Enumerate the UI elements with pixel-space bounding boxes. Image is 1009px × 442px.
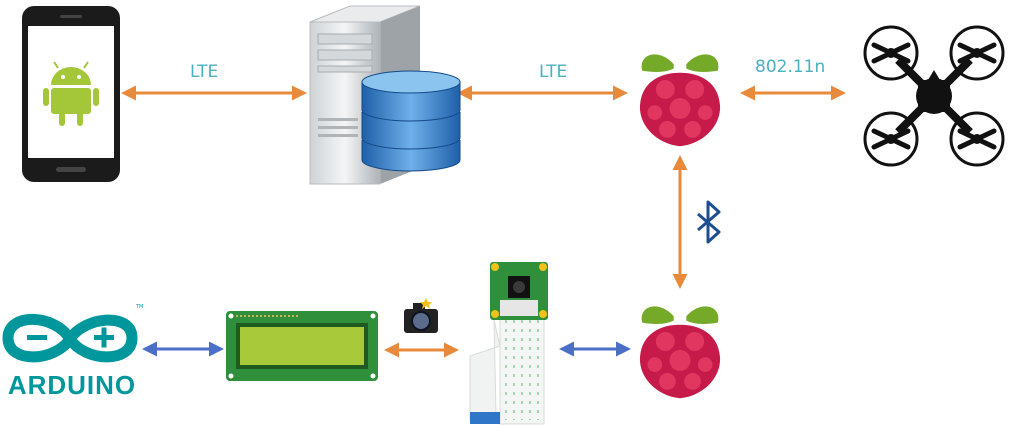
arduino-trademark: TM (135, 304, 143, 310)
raspberry-pi-top-icon (639, 54, 721, 147)
label-lte-phone-server: LTE (190, 62, 219, 82)
raspberry-pi-bottom-icon (639, 306, 721, 399)
arduino-wordmark: ARDUINO (8, 370, 136, 400)
android-robot-icon (43, 61, 99, 126)
camera-icon (404, 298, 438, 333)
lcd-display-icon (226, 311, 378, 381)
label-80211n-pi-drone: 802.11n (755, 57, 826, 77)
android-phone-icon (22, 6, 120, 182)
pi-camera-module-icon (469, 262, 548, 425)
quadcopter-drone-icon (865, 27, 1003, 165)
bluetooth-icon (697, 200, 721, 244)
database-icon (361, 70, 461, 172)
label-lte-server-pi: LTE (539, 62, 568, 82)
server-database-icon (309, 5, 461, 185)
arduino-logo-icon (2, 313, 138, 363)
